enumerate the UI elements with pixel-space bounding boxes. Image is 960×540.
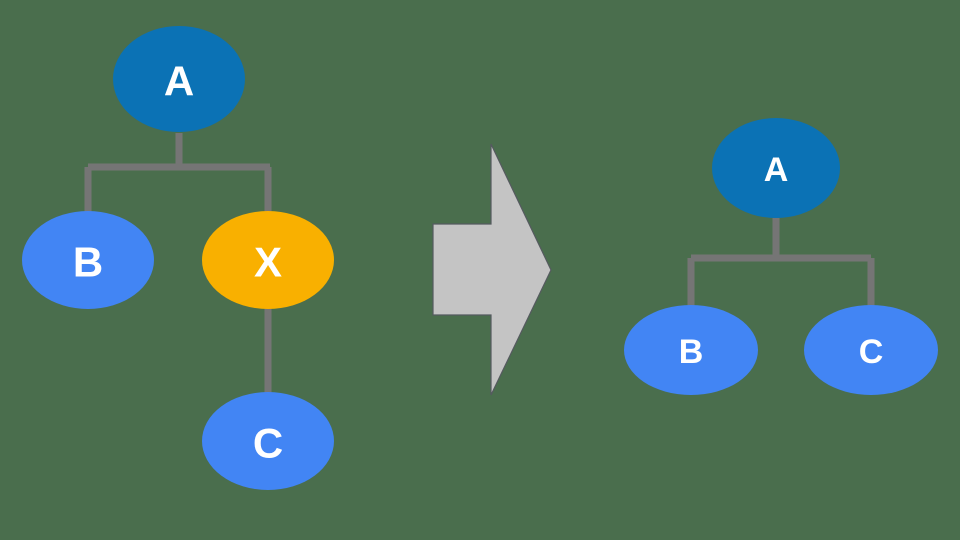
after-tree: A B C <box>624 118 938 395</box>
before-edge-a-b-line <box>84 133 272 214</box>
after-node-b-label: B <box>679 333 704 371</box>
before-node-b[interactable]: B <box>22 211 154 309</box>
after-node-c-shape[interactable] <box>804 305 938 395</box>
after-edges-line <box>687 218 875 306</box>
before-node-x-label: X <box>254 239 282 286</box>
right-arrow-icon <box>432 143 552 396</box>
before-node-b-label: B <box>73 239 103 286</box>
after-node-c[interactable]: C <box>804 305 938 395</box>
after-node-a-label: A <box>764 151 789 189</box>
before-tree: A B X C <box>22 26 334 490</box>
before-node-x-shape[interactable] <box>202 211 334 309</box>
after-node-a[interactable]: A <box>712 118 840 218</box>
before-node-a-shape[interactable] <box>113 26 245 132</box>
after-node-a-shape[interactable] <box>712 118 840 218</box>
before-node-b-shape[interactable] <box>22 211 154 309</box>
after-node-b-shape[interactable] <box>624 305 758 395</box>
before-node-c-shape[interactable] <box>202 392 334 490</box>
before-node-c[interactable]: C <box>202 392 334 490</box>
before-node-c-label: C <box>253 420 283 467</box>
after-connectors <box>687 218 875 306</box>
before-node-x[interactable]: X <box>202 211 334 309</box>
after-node-c-label: C <box>859 333 884 371</box>
before-connectors <box>84 133 272 396</box>
before-node-a-label: A <box>164 58 194 105</box>
transformation-arrow <box>432 143 552 396</box>
after-node-b[interactable]: B <box>624 305 758 395</box>
before-node-a[interactable]: A <box>113 26 245 132</box>
